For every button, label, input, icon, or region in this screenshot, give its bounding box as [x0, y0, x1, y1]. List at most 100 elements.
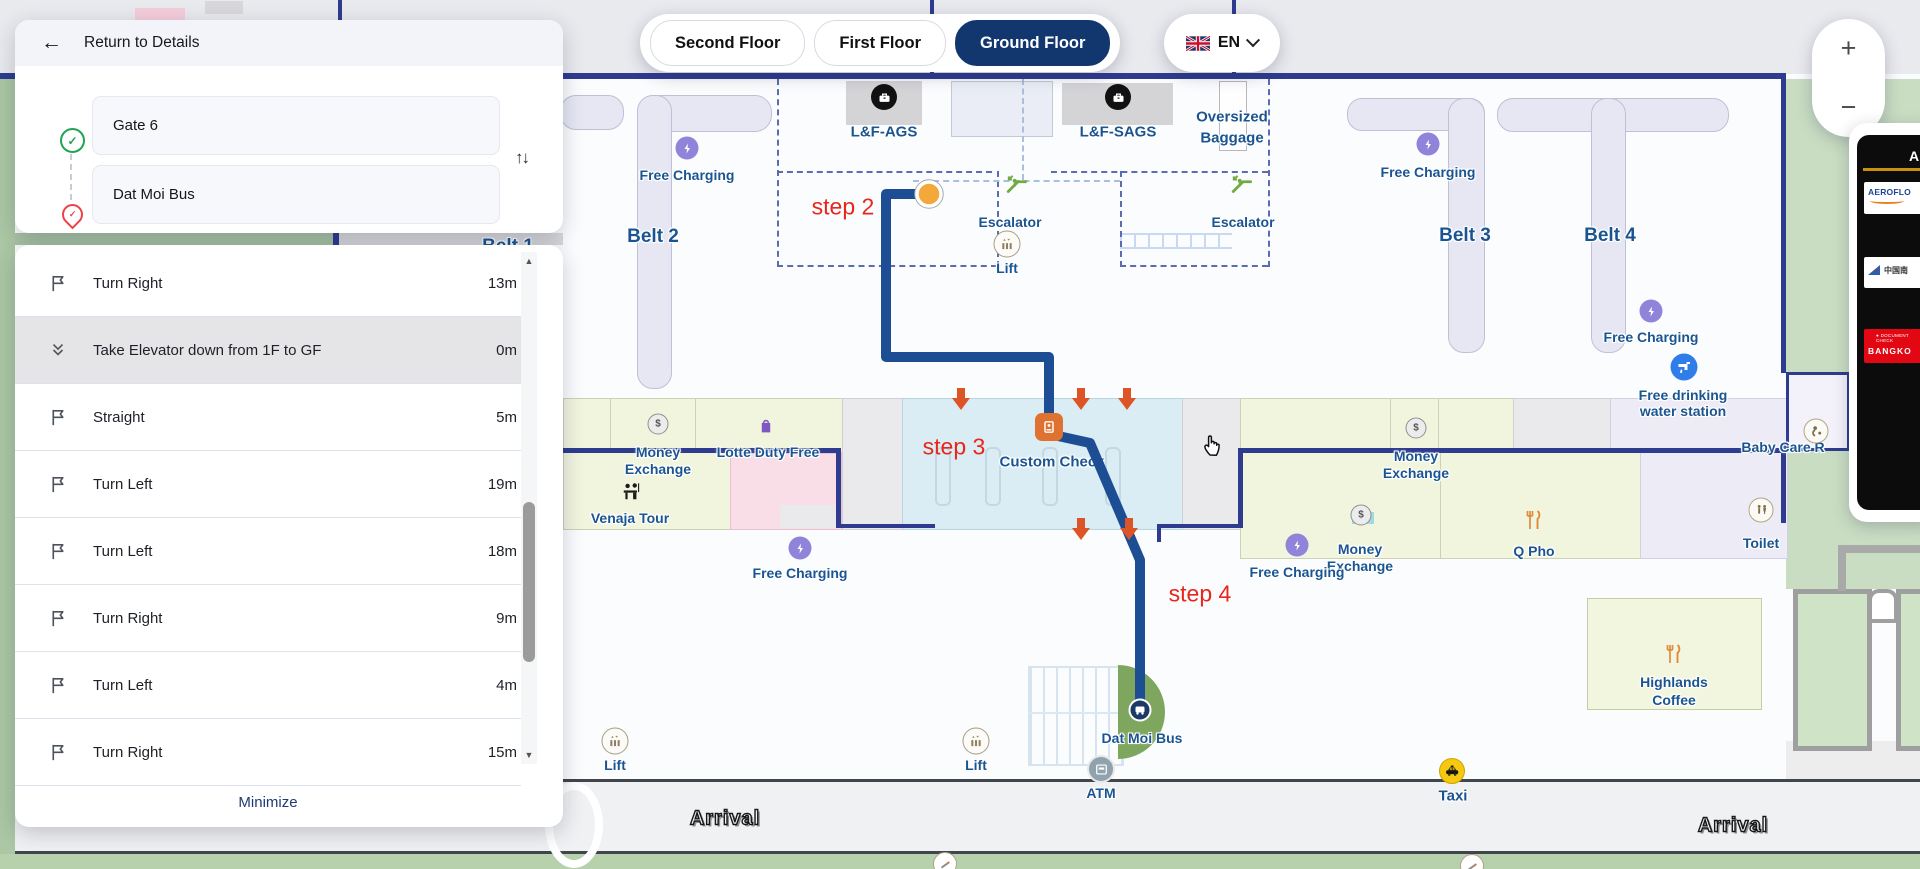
destination-input[interactable]: Dat Moi Bus	[92, 165, 500, 224]
money-exchange-icon[interactable]: $	[1405, 417, 1427, 439]
dashed-path-line	[1120, 171, 1122, 267]
language-selector[interactable]: EN	[1164, 14, 1280, 72]
scroll-up-arrow-icon[interactable]: ▲	[524, 256, 534, 266]
lost-found-icon[interactable]	[871, 84, 897, 110]
zoom-out-button[interactable]: −	[1840, 92, 1857, 122]
map-zone	[338, 0, 342, 20]
direction-step-distance: 5m	[496, 408, 517, 426]
direction-step-label: Straight	[93, 408, 145, 426]
map-zone	[1219, 81, 1247, 151]
directions-scrollbar[interactable]: ▲ ▼	[521, 252, 537, 764]
floor-button-first-floor[interactable]: First Floor	[814, 20, 947, 66]
free-charging-icon[interactable]	[1285, 533, 1309, 557]
restaurant-icon[interactable]	[1664, 643, 1684, 665]
toilet-icon[interactable]	[1748, 497, 1774, 523]
zoom-in-button[interactable]: +	[1840, 33, 1857, 63]
direction-arrow-icon	[1120, 518, 1138, 540]
map-zone	[560, 95, 624, 130]
atm-icon[interactable]	[1087, 755, 1115, 783]
map-zone	[1438, 398, 1439, 451]
map-label: Baggage	[1200, 129, 1264, 147]
return-to-details-button[interactable]: ← Return to Details	[15, 20, 563, 66]
flag-icon	[47, 541, 69, 561]
lift-icon[interactable]	[993, 230, 1021, 258]
map-label: Highlands	[1640, 674, 1708, 690]
map-wall	[0, 73, 1786, 79]
minimize-button[interactable]: Minimize	[238, 794, 298, 811]
map-zone	[780, 505, 840, 528]
scroll-down-arrow-icon[interactable]: ▼	[524, 750, 534, 760]
ad-card-aeroflot[interactable]: AEROFLO	[1864, 182, 1920, 214]
direction-step-distance: 4m	[496, 676, 517, 694]
lost-found-icon[interactable]	[1105, 84, 1131, 110]
destination-pin-icon: ✓	[57, 199, 88, 230]
map-label: Baby Care R	[1741, 439, 1825, 455]
money-exchange-icon[interactable]: $	[647, 413, 669, 435]
floor-button-second-floor[interactable]: Second Floor	[650, 20, 806, 66]
lift-icon[interactable]	[601, 727, 629, 755]
customs-icon[interactable]	[1035, 413, 1063, 441]
dashed-path-line	[1022, 79, 1024, 180]
swap-route-button[interactable]: ↑↓	[515, 148, 530, 167]
map-label: Exchange	[1326, 558, 1394, 574]
dashed-path-line	[1120, 265, 1268, 267]
duty-free-bag-icon[interactable]	[757, 416, 776, 435]
route-connector-line	[70, 154, 72, 200]
origin-input[interactable]: Gate 6	[92, 96, 500, 155]
free-charging-icon[interactable]	[1639, 299, 1663, 323]
map-label: water station	[1639, 403, 1727, 419]
map-zone	[1448, 98, 1485, 353]
map-label: Free Charging	[1603, 329, 1699, 345]
tour-desk-icon[interactable]	[621, 482, 643, 500]
direction-step-row[interactable]: Straight 5m	[15, 384, 521, 451]
money-exchange-icon[interactable]: $	[1350, 504, 1372, 526]
map-zone	[135, 8, 185, 22]
map-label: Belt 3	[1439, 225, 1491, 246]
map-wall	[563, 448, 840, 453]
direction-step-row[interactable]: Turn Right 15m	[15, 719, 521, 786]
direction-step-label: Turn Right	[93, 743, 163, 761]
restaurant-icon[interactable]	[1524, 509, 1544, 531]
free-charging-icon[interactable]	[788, 536, 812, 560]
escalator-icon[interactable]	[1230, 172, 1256, 198]
map-label: Exchange	[624, 461, 692, 477]
ad-title: A	[1909, 148, 1920, 164]
smoking-icon[interactable]	[1460, 854, 1484, 869]
back-arrow-icon: ←	[41, 31, 62, 54]
map-label: Lift	[996, 260, 1018, 276]
baby-care-icon[interactable]	[1803, 418, 1829, 444]
hand-cursor	[1200, 430, 1226, 458]
scrollbar-thumb[interactable]	[523, 502, 535, 662]
map-wall	[1157, 524, 1161, 542]
direction-step-label: Turn Right	[93, 274, 163, 292]
escalator-icon[interactable]	[1005, 172, 1031, 198]
taxi-icon[interactable]	[1439, 758, 1465, 784]
direction-step-distance: 15m	[487, 743, 517, 761]
map-zone	[1390, 398, 1391, 451]
drinking-water-icon[interactable]	[1670, 353, 1698, 381]
flag-icon	[47, 407, 69, 427]
free-charging-icon[interactable]	[1416, 132, 1440, 156]
direction-arrow-icon	[1072, 388, 1090, 410]
map-zone	[1868, 589, 1898, 623]
lift-icon[interactable]	[962, 727, 990, 755]
map-zone	[1838, 545, 1846, 591]
floor-button-ground-floor[interactable]: Ground Floor	[955, 20, 1111, 66]
dashed-path-line	[777, 265, 997, 267]
map-label: L&F-AGS	[850, 123, 918, 141]
smoking-icon[interactable]	[933, 852, 957, 869]
map-label: Escalator	[978, 214, 1042, 230]
ad-card-china-southern[interactable]: 中国南	[1864, 257, 1920, 288]
free-charging-icon[interactable]	[675, 136, 699, 160]
